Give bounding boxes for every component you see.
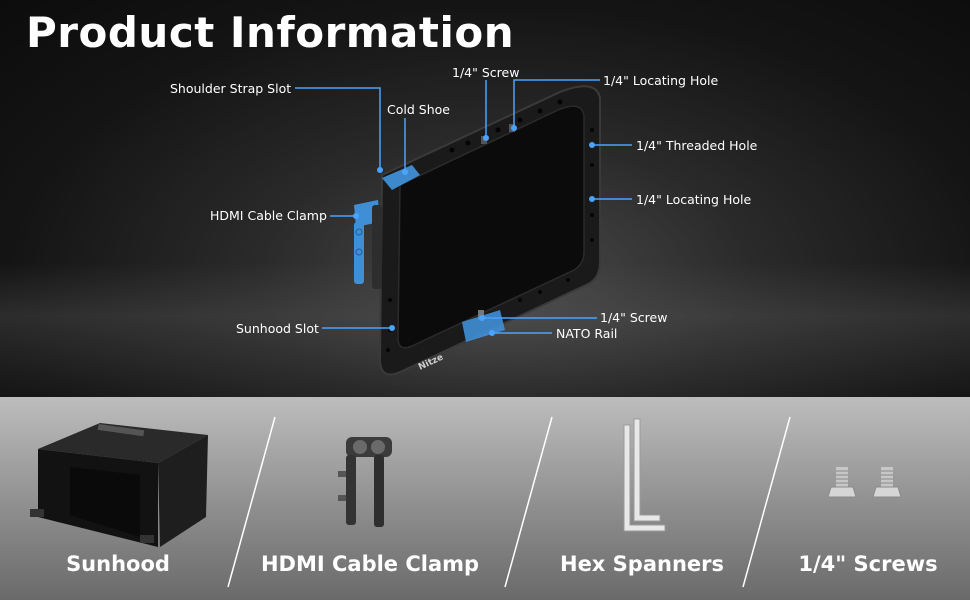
callout-nato-rail: NATO Rail (556, 326, 618, 341)
accessories-illustration (30, 416, 902, 588)
accessory-label-hdmi-cable-clamp: HDMI Cable Clamp (260, 552, 480, 576)
callout-shoulder-strap-slot: Shoulder Strap Slot (170, 81, 292, 96)
monitor-cage (378, 85, 601, 376)
accessory-label-hex-spanners: Hex Spanners (559, 552, 725, 576)
callout-threaded-hole: 1/4" Threaded Hole (636, 138, 758, 153)
callout-hdmi-cable-clamp: HDMI Cable Clamp (210, 208, 327, 223)
accessory-label-sunhood: Sunhood (66, 552, 170, 576)
page-title: Product Information (26, 8, 515, 57)
monitor-cage-illustration: Nitze (295, 79, 632, 376)
callout-sunhood-slot: Sunhood Slot (236, 321, 319, 336)
hdmi-clamp-icon (338, 437, 392, 527)
callout-screw-top: 1/4" Screw (452, 65, 520, 80)
screw-icon (827, 467, 902, 498)
callout-screw-bottom: 1/4" Screw (600, 310, 668, 325)
callout-lines (295, 79, 632, 334)
callout-locating-hole-side: 1/4" Locating Hole (636, 192, 752, 207)
accessory-dividers (227, 416, 791, 588)
callout-dots (353, 125, 595, 336)
hex-spanner-icon (623, 418, 666, 532)
accessory-label-screws: 1/4" Screws (798, 552, 938, 576)
product-showcase: Product Information (0, 0, 970, 397)
accessories-panel: Sunhood HDMI Cable Clamp Hex Spanners 1/… (0, 397, 970, 600)
sunhood-icon (30, 423, 208, 547)
callout-cold-shoe: Cold Shoe (387, 102, 450, 117)
callout-locating-hole-top: 1/4" Locating Hole (603, 73, 719, 88)
